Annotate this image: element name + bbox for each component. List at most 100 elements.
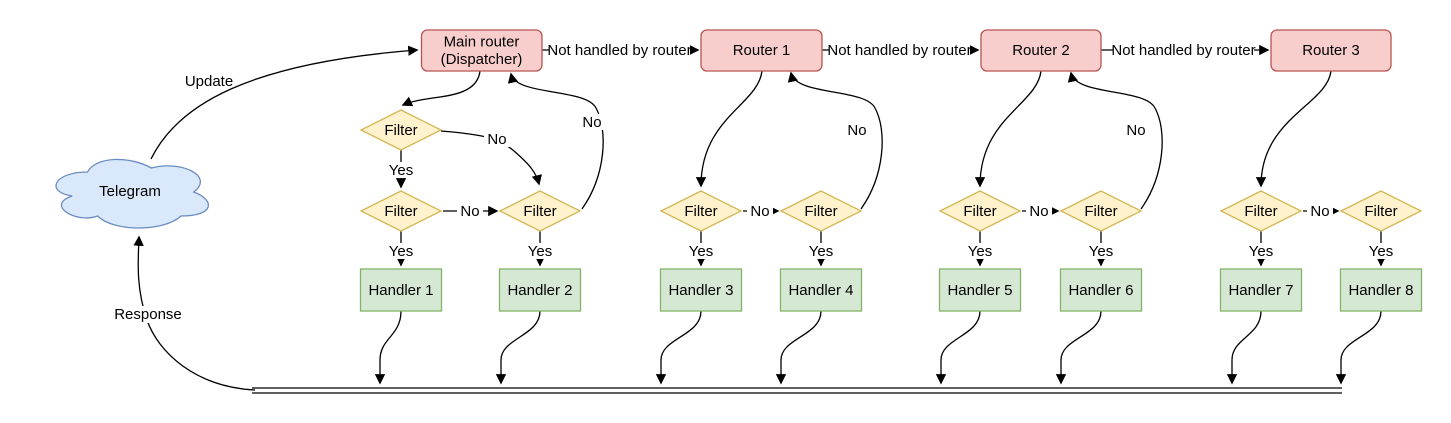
filter-node-1: Filter	[359, 190, 443, 232]
edge-filter0-no	[440, 130, 542, 186]
nodes: Telegram Main router (Dispatcher) Router…	[55, 29, 1423, 312]
response-bus-line	[252, 387, 1342, 394]
svg-text:Yes: Yes	[528, 243, 552, 260]
edge-router1-to-filter3	[695, 70, 763, 188]
no-label-filter1: No	[457, 203, 483, 220]
svg-text:Yes: Yes	[689, 243, 713, 260]
handler-node-3: Handler 3	[659, 268, 743, 312]
handler-node-8: Handler 8	[1339, 268, 1423, 312]
edge-response	[133, 235, 256, 391]
svg-text:Yes: Yes	[389, 162, 413, 179]
svg-text:Yes: Yes	[809, 243, 833, 260]
yes-label-filter0: Yes	[386, 162, 416, 179]
svg-text:Yes: Yes	[1369, 243, 1393, 260]
filter-label: Filter	[1244, 203, 1277, 220]
edge-main-router-to-filter0	[401, 70, 481, 107]
svg-text:Yes: Yes	[968, 243, 992, 260]
edge-handler8-to-bus	[1335, 310, 1382, 385]
edge-router2-to-filter5	[974, 70, 1042, 188]
svg-text:No: No	[487, 131, 506, 148]
svg-text:No: No	[582, 114, 601, 131]
edges	[133, 44, 1387, 394]
edge-handler6-to-bus	[1055, 310, 1102, 385]
filter-label: Filter	[384, 203, 417, 220]
edge-handler2-to-bus	[495, 310, 541, 385]
router-1-label: Router 1	[733, 42, 791, 59]
not-handled-label-1: Not handled by router	[547, 42, 692, 59]
svg-text:Yes: Yes	[389, 243, 413, 260]
filter-label: Filter	[684, 203, 717, 220]
handler-6-label: Handler 6	[1068, 282, 1133, 299]
svg-text:No: No	[750, 203, 769, 220]
yes-label-filter8: Yes	[1366, 243, 1396, 260]
router-3-label: Router 3	[1302, 42, 1360, 59]
edge-filter2-no-loop	[507, 72, 604, 210]
filter-node-2: Filter	[498, 190, 582, 232]
filter-label: Filter	[963, 203, 996, 220]
svg-text:No: No	[1310, 203, 1329, 220]
edge-router3-to-filter7	[1255, 70, 1332, 188]
no-label-filter7: No	[1307, 203, 1333, 220]
yes-label-filter4: Yes	[806, 243, 836, 260]
main-router-label-line1: Main router	[444, 34, 520, 51]
handler-3-label: Handler 3	[668, 282, 733, 299]
router-1-node: Router 1	[700, 29, 823, 72]
no-label-filter0: No	[484, 131, 510, 148]
filter-label: Filter	[1084, 203, 1117, 220]
handler-7-label: Handler 7	[1228, 282, 1293, 299]
edge-handler5-to-bus	[935, 310, 981, 385]
svg-text:Yes: Yes	[1089, 243, 1113, 260]
svg-text:Yes: Yes	[1249, 243, 1273, 260]
filter-node-3: Filter	[659, 190, 743, 232]
edge-handler7-to-bus	[1226, 310, 1262, 385]
svg-text:No: No	[847, 122, 866, 139]
filter-label: Filter	[523, 203, 556, 220]
filter-label: Filter	[384, 122, 417, 139]
edge-filter6-no-loop	[1067, 71, 1163, 210]
no-label-filter4-loop: No	[844, 122, 870, 139]
handler-5-label: Handler 5	[947, 282, 1012, 299]
telegram-cloud-node: Telegram	[55, 158, 210, 229]
not-handled-label-2: Not handled by router	[827, 42, 972, 59]
handler-node-2: Handler 2	[498, 268, 582, 312]
filter-label: Filter	[804, 203, 837, 220]
yes-label-filter7: Yes	[1246, 243, 1276, 260]
handler-8-label: Handler 8	[1348, 282, 1413, 299]
update-label: Update	[185, 73, 233, 90]
main-router-node: Main router (Dispatcher)	[420, 29, 543, 72]
no-label-filter2-loop: No	[579, 114, 605, 131]
handler-node-7: Handler 7	[1219, 268, 1303, 312]
yes-label-filter5: Yes	[965, 243, 995, 260]
not-handled-label-3: Not handled by router	[1111, 42, 1256, 59]
router-3-node: Router 3	[1270, 29, 1392, 72]
handler-node-5: Handler 5	[938, 268, 1022, 312]
filter-node-5: Filter	[938, 190, 1022, 232]
edge-handler4-to-bus	[775, 310, 822, 385]
filter-node-8: Filter	[1339, 190, 1423, 232]
main-router-label-line2: (Dispatcher)	[441, 51, 523, 68]
svg-text:No: No	[460, 203, 479, 220]
yes-label-filter3: Yes	[686, 243, 716, 260]
svg-text:Not handled by router: Not handled by router	[827, 42, 971, 59]
handler-4-label: Handler 4	[788, 282, 853, 299]
handler-2-label: Handler 2	[507, 282, 572, 299]
filter-node-7: Filter	[1219, 190, 1303, 232]
router-2-label: Router 2	[1012, 42, 1070, 59]
cloud-icon	[55, 158, 210, 229]
yes-label-filter1: Yes	[386, 243, 416, 260]
edge-update	[150, 45, 419, 160]
filter-label: Filter	[1364, 203, 1397, 220]
yes-label-filter6: Yes	[1086, 243, 1116, 260]
edge-handler1-to-bus	[374, 310, 402, 385]
svg-text:No: No	[1126, 122, 1145, 139]
svg-text:Not handled by router: Not handled by router	[547, 42, 691, 59]
handler-node-1: Handler 1	[359, 268, 443, 312]
no-label-filter3: No	[747, 203, 773, 220]
svg-text:Not handled by router: Not handled by router	[1111, 42, 1255, 59]
handler-node-4: Handler 4	[779, 268, 863, 312]
router-2-node: Router 2	[980, 29, 1102, 72]
no-label-filter5: No	[1026, 203, 1052, 220]
filter-node-0: Filter	[359, 109, 443, 151]
